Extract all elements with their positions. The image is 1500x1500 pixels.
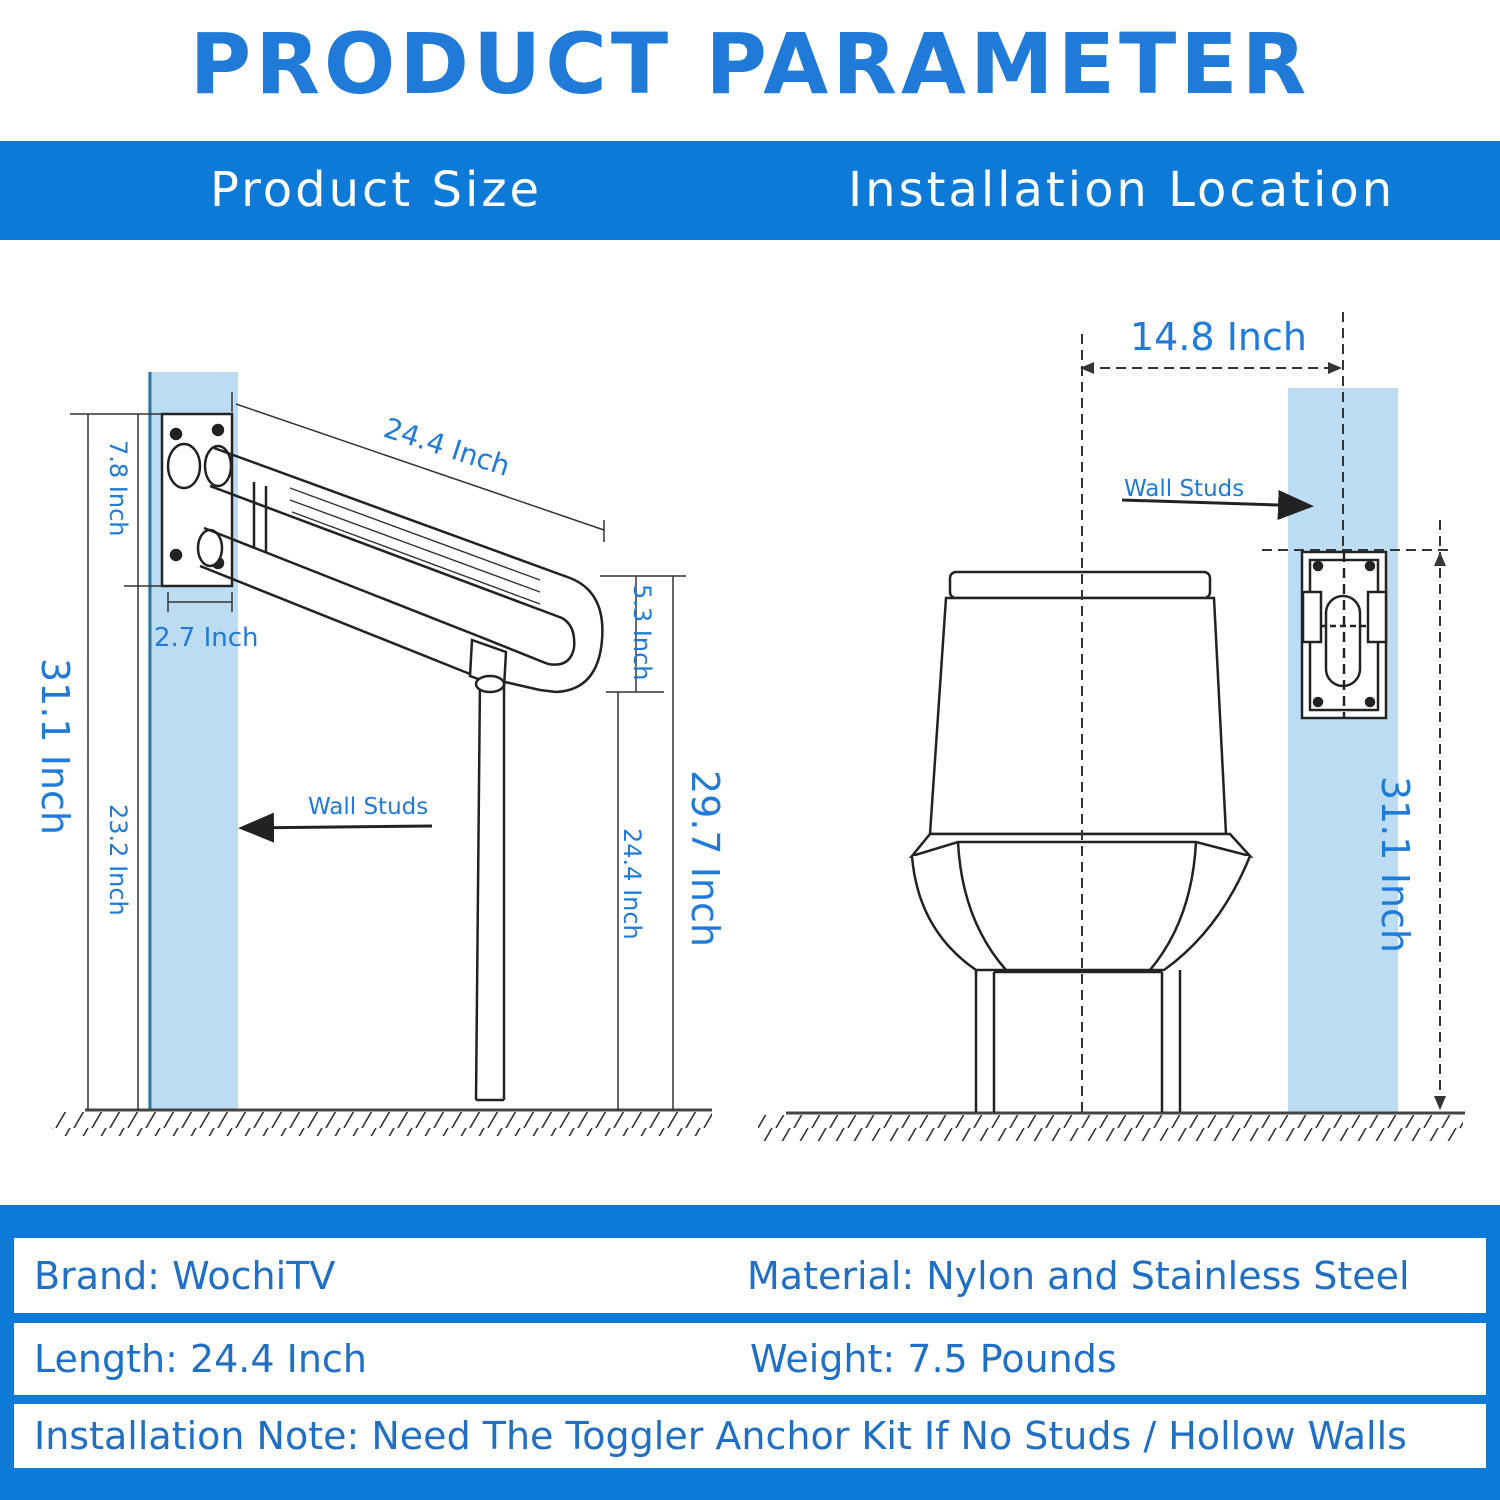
total-height-label: 31.1 Inch (33, 658, 77, 835)
wall-studs-label-left: Wall Studs (308, 794, 428, 820)
material-value: Material: Nylon and Stainless Steel (747, 1253, 1410, 1298)
parameters-panel: Brand: WochiTV Material: Nylon and Stain… (0, 1205, 1500, 1500)
brand-value: Brand: WochiTV (34, 1253, 336, 1298)
wall-studs-label-right: Wall Studs (1124, 476, 1244, 502)
size-dimension-lines (70, 392, 686, 1110)
page-title: PRODUCT PARAMETER (189, 15, 1311, 113)
grab-bar-drawing (160, 412, 604, 1102)
param-row-3: Installation Note: Need The Toggler Anch… (14, 1404, 1486, 1468)
mounting-plate-drawing (1300, 550, 1388, 720)
lower-height-label: 23.2 Inch (104, 804, 132, 916)
location-dimension-lines (1081, 312, 1448, 1112)
param-row-1: Brand: WochiTV Material: Nylon and Stain… (14, 1238, 1486, 1313)
plate-height-label: 7.8 Inch (104, 440, 132, 537)
wall-studs-arrow-right (1121, 490, 1314, 521)
diagram-area: 31.1 Inch 7.8 Inch 23.2 Inch 2.7 Inch 24… (33, 312, 1465, 1141)
wall-studs-arrow-left (238, 812, 433, 843)
section-header-band: Product Size Installation Location (0, 141, 1500, 240)
installation-location-diagram: 14.8 Inch Wall Studs 31.1 Inch (758, 312, 1465, 1141)
weight-value: Weight: 7.5 Pounds (750, 1337, 1117, 1381)
leg-height-label: 24.4 Inch (618, 828, 646, 940)
param-row-2: Length: 24.4 Inch Weight: 7.5 Pounds (14, 1323, 1486, 1395)
offset-label: 14.8 Inch (1130, 315, 1307, 359)
length-value: Length: 24.4 Inch (34, 1337, 367, 1381)
product-size-heading: Product Size (210, 162, 543, 218)
floor-left (52, 1108, 712, 1136)
mount-height-label: 31.1 Inch (1373, 776, 1417, 953)
installation-note: Installation Note: Need The Toggler Anch… (34, 1414, 1407, 1458)
top-height-label: 29.7 Inch (683, 770, 727, 947)
floor-right (758, 1111, 1465, 1141)
bar-gap-label: 5.3 Inch (628, 584, 656, 681)
length-label: 24.4 Inch (380, 411, 514, 483)
plate-width-label: 2.7 Inch (154, 623, 259, 653)
product-size-diagram: 31.1 Inch 7.8 Inch 23.2 Inch 2.7 Inch 24… (33, 372, 727, 1136)
installation-location-heading: Installation Location (848, 162, 1396, 218)
